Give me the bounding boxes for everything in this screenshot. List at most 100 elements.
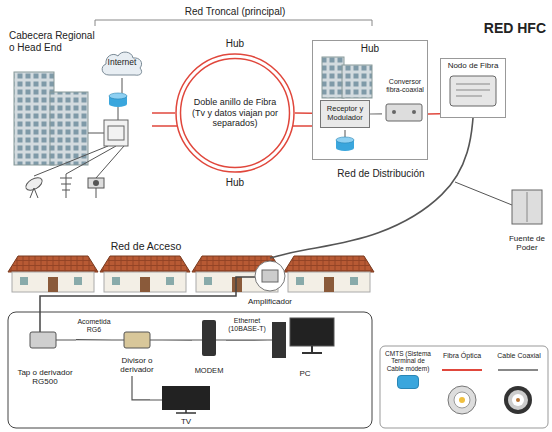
satellite-dish — [24, 175, 45, 198]
tower — [50, 92, 88, 165]
tv-stand — [176, 410, 196, 413]
conductor — [516, 398, 520, 402]
hub-link — [370, 113, 382, 114]
fiber-link — [428, 113, 440, 115]
section-label: Red de Acceso — [96, 240, 196, 252]
headend-rack — [104, 120, 128, 146]
pc-monitor — [290, 318, 334, 346]
headend-region: Cabecera Regional o Head EndInternet — [6, 28, 152, 205]
legend-item: CMTS (Sistema Terminal de Cable módem) — [384, 350, 432, 389]
port — [412, 110, 416, 114]
node-text: Tap o derivador RG500 — [17, 368, 73, 386]
tap-device — [30, 332, 56, 348]
diagram-title: RED HFC — [460, 20, 546, 36]
coax-link — [132, 376, 150, 400]
node-text: Nodo de Fibra — [448, 61, 499, 70]
node-text: Internet — [108, 58, 137, 68]
edge-label: Acometida RG6 — [70, 318, 118, 333]
splitter-node: Divisor o derivador — [112, 328, 162, 376]
converter-node: Conversor fibra-coaxial — [382, 76, 428, 124]
modem-node: MODEM — [192, 318, 226, 378]
legend-text: Cable Coaxial — [492, 352, 546, 360]
monitor-stand — [302, 346, 322, 353]
cloud-shape — [102, 52, 141, 75]
legend-item: Cable Coaxial — [492, 352, 546, 360]
device-leads — [56, 340, 272, 400]
legend-item: Fibra Óptica — [436, 352, 488, 360]
ethernet-link — [226, 339, 268, 340]
jacket — [504, 386, 532, 414]
node-text: Amplificador — [248, 297, 292, 306]
legend-swatch — [397, 375, 419, 389]
node-text: TV — [181, 417, 191, 426]
legend-text: Fibra Óptica — [436, 352, 488, 360]
jacket — [448, 386, 476, 414]
cmts-cylinder — [336, 137, 354, 151]
dish — [24, 175, 45, 193]
coax-distribution — [270, 118, 473, 258]
tower — [14, 72, 54, 165]
cmts-cylinder — [109, 93, 127, 107]
house — [100, 256, 190, 292]
hub-label: Hub — [218, 38, 252, 50]
internet-cloud: Internet — [99, 49, 145, 77]
tv-device — [162, 386, 210, 413]
houses — [8, 256, 374, 292]
coax-sample — [498, 369, 538, 371]
core — [459, 397, 465, 403]
edge-label: Ethernet (10BASE-T) — [223, 317, 271, 332]
ring-inner — [181, 59, 290, 168]
antenna-icon — [60, 174, 72, 198]
node-slots — [456, 84, 490, 96]
node-cabinet — [450, 76, 496, 106]
node-text: Doble anillo de Fibra (Tv y datos viajan… — [187, 97, 283, 128]
node-text: Fuente de Poder — [507, 234, 547, 252]
house — [284, 256, 374, 292]
tap-node: Tap o derivador RG500 — [14, 318, 76, 388]
ring-outer — [176, 54, 294, 172]
legend-box — [380, 346, 548, 428]
shield — [508, 390, 528, 410]
fiber-node-device — [450, 76, 496, 106]
cmts-wire — [345, 130, 346, 137]
node-text: Receptor y Modulador — [324, 105, 366, 122]
hub-box: HubReceptor y Modulador Conversor fibra-c… — [312, 40, 428, 160]
power-supply — [512, 190, 542, 224]
drop-link — [76, 339, 112, 340]
node-text: MODEM — [195, 367, 224, 376]
pc-tower — [272, 322, 286, 358]
amplifier-box — [262, 270, 278, 282]
fiber-link — [152, 112, 175, 114]
converter-device — [386, 104, 422, 121]
house — [8, 256, 98, 292]
node-text: Divisor o derivador — [115, 356, 159, 374]
fiber-link — [295, 112, 312, 114]
hub-label: Hub — [218, 177, 252, 189]
power-cabinet — [512, 190, 542, 224]
camera-lens — [93, 180, 99, 186]
dielectric — [512, 394, 524, 406]
pc-node: PC — [268, 316, 342, 380]
splitter-device — [124, 332, 150, 348]
legend-text: CMTS (Sistema Terminal de Cable módem) — [384, 350, 432, 372]
modem-device — [202, 320, 216, 356]
fiber-cable-picture — [448, 386, 476, 414]
amplifier-node: Amplificador — [236, 258, 304, 308]
coax-link — [162, 339, 192, 340]
camera-stand — [96, 188, 97, 198]
node-text: PC — [299, 369, 310, 378]
trunk-bracket — [95, 20, 372, 26]
trunk-label: Red Troncal (principal) — [160, 6, 310, 18]
coax-cable-picture — [504, 386, 532, 414]
node-text: Cabecera Regional o Head End — [9, 30, 101, 53]
converter-box — [386, 104, 422, 121]
cabinet-door — [527, 192, 528, 222]
access-panel — [8, 312, 372, 428]
camera-icon — [88, 178, 104, 198]
amplifier-device — [255, 261, 285, 291]
pc-device — [272, 318, 334, 358]
port — [392, 110, 396, 114]
node-text: Hub — [361, 43, 379, 55]
